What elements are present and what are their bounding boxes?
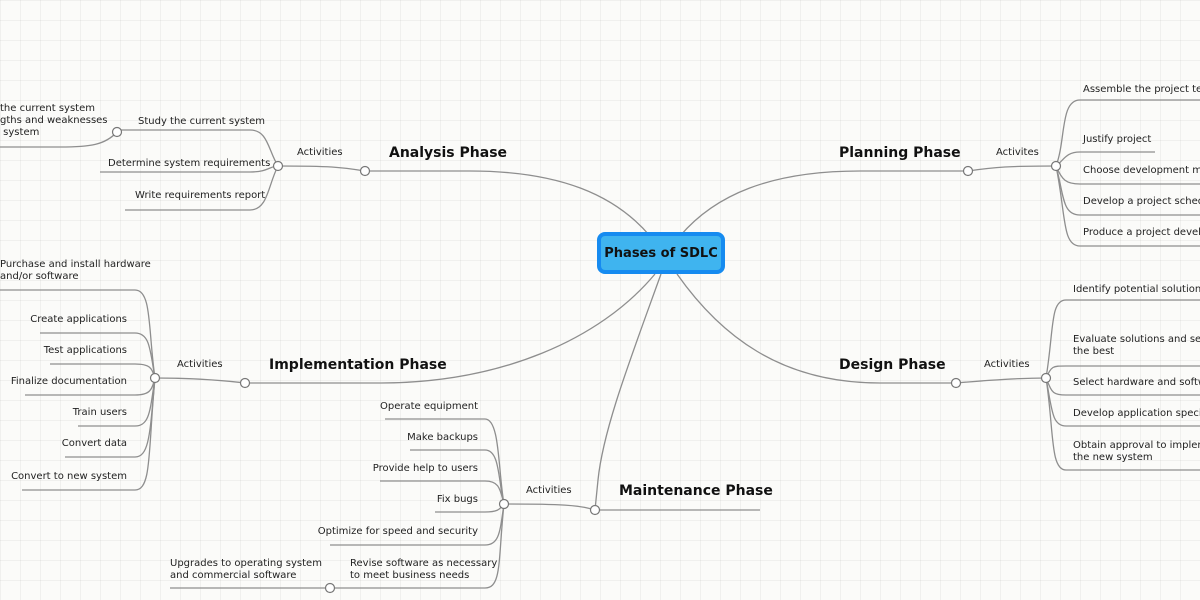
implementation-item[interactable]: Purchase and install hardware and/or sof…	[0, 259, 151, 282]
planning-item[interactable]: Assemble the project team	[1083, 84, 1200, 95]
maintenance-item[interactable]: Revise software as necessary to meet bus…	[350, 558, 498, 581]
implementation-item[interactable]: Finalize documentation	[10, 376, 127, 387]
implementation-item[interactable]: Train users	[72, 407, 127, 418]
analysis-activities-label[interactable]: Activities	[297, 147, 343, 158]
root-topic[interactable]: Phases of SDLC	[597, 232, 725, 274]
design-item[interactable]: Obtain approval to implement the new sys…	[1073, 440, 1200, 463]
analysis-phase-topic[interactable]: Analysis Phase	[389, 145, 508, 161]
analysis-item[interactable]: Study the current system	[138, 116, 266, 127]
link-design	[676, 273, 956, 384]
link-study	[117, 129, 279, 167]
planning-item[interactable]: Develop a project schedule	[1083, 196, 1200, 207]
link-study-sub	[0, 131, 118, 148]
maintenance-item[interactable]: Fix bugs	[436, 494, 478, 505]
maintenance-item[interactable]: Operate equipment	[380, 401, 478, 412]
link-design-activities	[955, 377, 1047, 384]
collapse-dot	[1050, 160, 1062, 172]
collapse-dot	[962, 165, 974, 177]
collapse-dot	[359, 165, 371, 177]
implementation-activities-label[interactable]: Activities	[177, 359, 223, 370]
link-analysis-activities	[277, 165, 366, 172]
design-phase-topic[interactable]: Design Phase	[839, 357, 946, 373]
maintenance-item[interactable]: Provide help to users	[372, 463, 478, 474]
planning-item[interactable]: Choose development meth	[1083, 165, 1200, 176]
collapse-dot	[498, 498, 510, 510]
implementation-item[interactable]: Convert to new system	[11, 471, 127, 482]
design-activities-label[interactable]: Activities	[984, 359, 1030, 370]
implementation-item[interactable]: Create applications	[30, 314, 127, 325]
analysis-item[interactable]: Write requirements report	[135, 190, 266, 201]
planning-item[interactable]: Produce a project developm	[1083, 227, 1200, 238]
link-analysis	[365, 170, 651, 237]
link-planning	[679, 170, 968, 237]
maintenance-item[interactable]: Optimize for speed and security	[317, 526, 478, 537]
maintenance-phase-topic[interactable]: Maintenance Phase	[619, 483, 773, 499]
planning-item[interactable]: Justify project	[1083, 134, 1152, 145]
link-implementation-activities	[154, 377, 246, 384]
collapse-dot	[239, 377, 251, 389]
collapse-dot	[111, 126, 123, 138]
design-item[interactable]: Identify potential solutions	[1073, 284, 1200, 295]
collapse-dot	[272, 160, 284, 172]
design-item[interactable]: Select hardware and software	[1073, 377, 1200, 388]
maintenance-item[interactable]: Make backups	[407, 432, 478, 443]
design-item[interactable]: Evaluate solutions and select the best	[1073, 334, 1200, 357]
implementation-phase-topic[interactable]: Implementation Phase	[269, 357, 447, 373]
analysis-subitem[interactable]: the current system gths and weaknesses s…	[0, 103, 108, 138]
planning-activities-label[interactable]: Activites	[996, 147, 1039, 158]
maintenance-subitem[interactable]: Upgrades to operating system and commerc…	[170, 558, 322, 581]
collapse-dot	[589, 504, 601, 516]
link-maintenance	[594, 273, 760, 511]
planning-phase-topic[interactable]: Planning Phase	[839, 145, 961, 161]
design-item[interactable]: Develop application specifica	[1073, 408, 1200, 419]
collapse-dot	[324, 582, 336, 594]
collapse-dot	[1040, 372, 1052, 384]
collapse-dot	[149, 372, 161, 384]
collapse-dot	[950, 377, 962, 389]
link-maintenance-activities	[503, 503, 596, 511]
link-implementation	[245, 273, 656, 384]
implementation-item[interactable]: Test applications	[43, 345, 127, 356]
implementation-item[interactable]: Convert data	[61, 438, 127, 449]
analysis-item[interactable]: Determine system requirements	[108, 158, 271, 169]
link-planning-activities	[967, 165, 1057, 172]
maintenance-activities-label[interactable]: Activities	[526, 485, 572, 496]
